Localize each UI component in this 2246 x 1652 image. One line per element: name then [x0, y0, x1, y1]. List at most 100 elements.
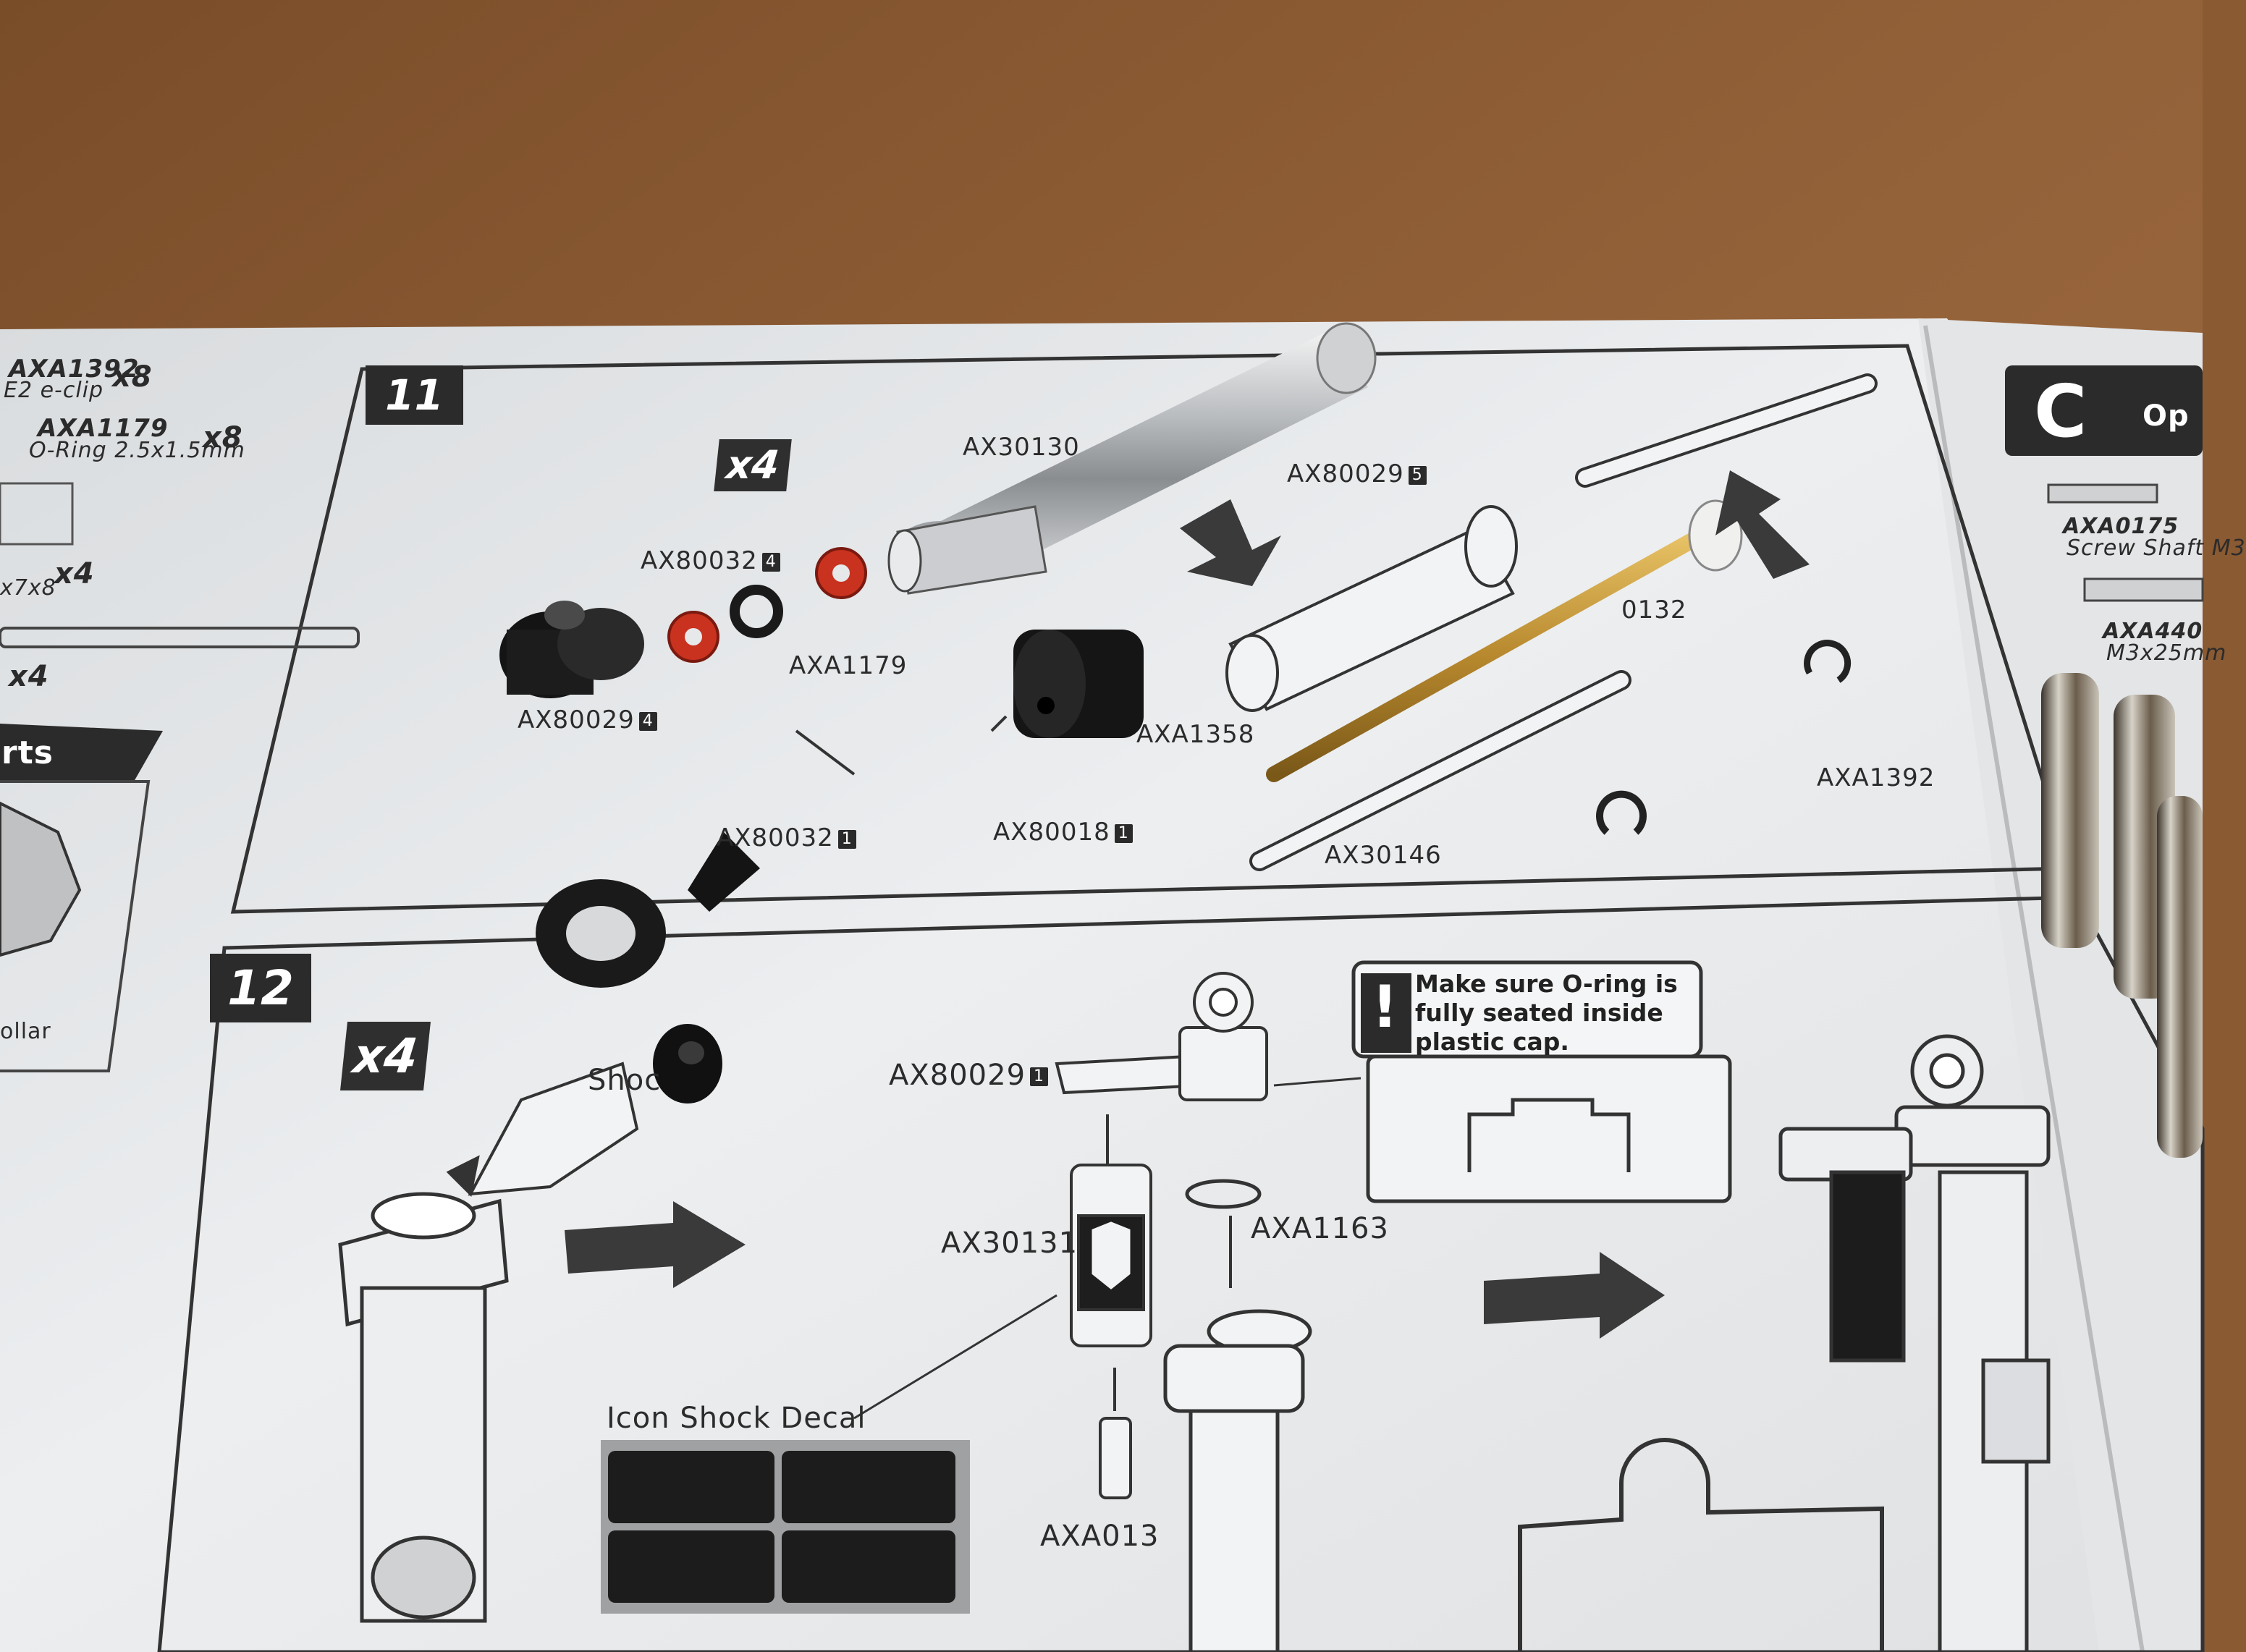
label-oring: AXA1179 — [789, 651, 908, 680]
printed-mount-drawing — [1518, 1438, 1884, 1652]
black-spacer-cylinder — [1013, 630, 1144, 738]
note-detail-box — [1366, 1054, 1732, 1203]
decal-leader-line — [853, 1294, 1057, 1420]
black-oring — [730, 585, 783, 638]
printed-screw-drawing — [1099, 1417, 1132, 1499]
sidebar-part-desc: x7x8 — [0, 575, 56, 601]
label-cap-b-code: AX80029 — [518, 706, 635, 734]
label-cap-code: AX80029 — [889, 1059, 1026, 1092]
sidebar-part-qty: x4 — [9, 660, 49, 693]
chrome-shock-bodies — [2041, 673, 2203, 1158]
printed-oring-drawing — [1185, 1179, 1262, 1209]
sidebar-section-tab — [0, 724, 163, 781]
label-rod-end-qty: 1 — [837, 829, 856, 849]
sidebar-part-qty: x8 — [203, 421, 243, 454]
label-cap-a-code: AX80029 — [1287, 459, 1404, 488]
right-part-desc: Screw Shaft M3 — [2066, 535, 2246, 561]
guide-arrow — [990, 715, 1008, 732]
label-piston: 0132 — [1621, 596, 1687, 624]
sidebar-rod-part — [0, 627, 360, 648]
label-body: AX30131 — [941, 1227, 1078, 1260]
right-section-tab — [2005, 365, 2203, 456]
label-seal-left-qty: 4 — [761, 552, 780, 572]
printed-shock-cap-drawing — [1055, 972, 1268, 1101]
e-clip-drawing — [1804, 640, 1852, 683]
note-text: Make sure O-ring is fully seated inside … — [1415, 970, 1678, 1056]
label-clip: AXA1392 — [1817, 763, 1935, 792]
label-shock-oil: Shoc — [588, 1064, 662, 1097]
label-shaft: AX30146 — [1325, 841, 1442, 870]
guide-line — [1273, 1077, 1361, 1087]
sidebar-part-box — [0, 482, 74, 546]
printed-shock-cylinder-left — [338, 1192, 509, 1623]
big-right-arrow — [1484, 1252, 1665, 1339]
printed-lower-body-drawing — [1163, 1309, 1312, 1652]
label-ball-qty: 1 — [1114, 823, 1133, 843]
manual-right-page — [1918, 318, 2203, 1652]
sidebar-part-qty: x4 — [54, 557, 95, 590]
e-clip-drawing — [1596, 790, 1647, 835]
right-section-title: Op — [2142, 399, 2190, 433]
step-12-multiplier: x4 — [340, 1022, 431, 1090]
right-part-drawing — [2047, 483, 2158, 504]
sidebar-part-qty: x8 — [112, 360, 153, 394]
guide-arrow — [795, 729, 856, 776]
big-right-arrow — [565, 1201, 746, 1288]
black-ball-bushing — [653, 1024, 722, 1104]
label-cap-qty: 1 — [1030, 1067, 1049, 1086]
printed-shock-body-drawing-12 — [1070, 1164, 1152, 1347]
right-part-desc: M3x25mm — [2106, 640, 2227, 666]
printed-assembled-shock — [1778, 1034, 2051, 1652]
sidebar-nut-part — [0, 801, 82, 957]
aluminium-shock-body — [887, 322, 1377, 595]
page-fold — [1923, 325, 2145, 1652]
note-line: plastic cap. — [1415, 1028, 1569, 1056]
note-warning-tab — [1361, 973, 1411, 1053]
decal-sheet — [601, 1440, 970, 1614]
right-section-letter: C — [2034, 369, 2088, 454]
red-oring-hole — [832, 564, 850, 582]
right-part-drawing — [2083, 577, 2204, 602]
direction-arrow — [1180, 499, 1281, 586]
step-12-number: 12 — [210, 954, 311, 1022]
printed-shock-body-drawing — [1225, 505, 1518, 712]
printed-tube-drawing-inner — [1578, 376, 1875, 485]
note-exclamation: ! — [1372, 973, 1399, 1041]
printed-shaft-drawing-inner — [1252, 673, 1629, 868]
label-cap-a-qty: 5 — [1408, 465, 1427, 485]
note-cap-section-drawing — [1467, 1098, 1631, 1172]
sidebar-part-code: AXA1392 — [9, 355, 140, 384]
sidebar-part-desc: O-Ring 2.5x1.5mm — [29, 438, 245, 463]
label-oring-12: AXA1163 — [1251, 1212, 1389, 1245]
black-shock-cap — [499, 601, 644, 698]
note-line: fully seated inside — [1415, 999, 1663, 1027]
label-spacer: AXA1358 — [1136, 720, 1255, 749]
step-11-multiplier: x4 — [714, 439, 792, 491]
sidebar-section-box — [0, 780, 151, 1072]
label-screw: AXA013 — [1040, 1520, 1160, 1553]
black-rod-end — [536, 832, 760, 988]
right-part-code: AXA0175 — [2063, 514, 2179, 539]
sidebar-part-desc: E2 e-clip — [4, 378, 104, 403]
label-rod-end-code: AX80032 — [717, 823, 834, 852]
label-decal: Icon Shock Decal — [607, 1402, 866, 1435]
label-seal-left-code: AX80032 — [641, 546, 758, 575]
oil-bottle-drawing — [446, 1062, 639, 1198]
sidebar-section-title: rts — [1, 734, 54, 771]
right-part-code: AXA440 — [2103, 619, 2203, 644]
red-oring-hole — [685, 628, 702, 645]
note-line: Make sure O-ring is — [1415, 970, 1678, 998]
step12-frame — [157, 895, 2205, 1652]
direction-arrow — [1715, 470, 1810, 579]
sidebar-collar-label: ollar — [0, 1019, 51, 1044]
step-11-number: 11 — [366, 365, 463, 425]
label-cap-b-qty: 4 — [638, 711, 657, 731]
sidebar-part-code: AXA1179 — [38, 414, 169, 443]
